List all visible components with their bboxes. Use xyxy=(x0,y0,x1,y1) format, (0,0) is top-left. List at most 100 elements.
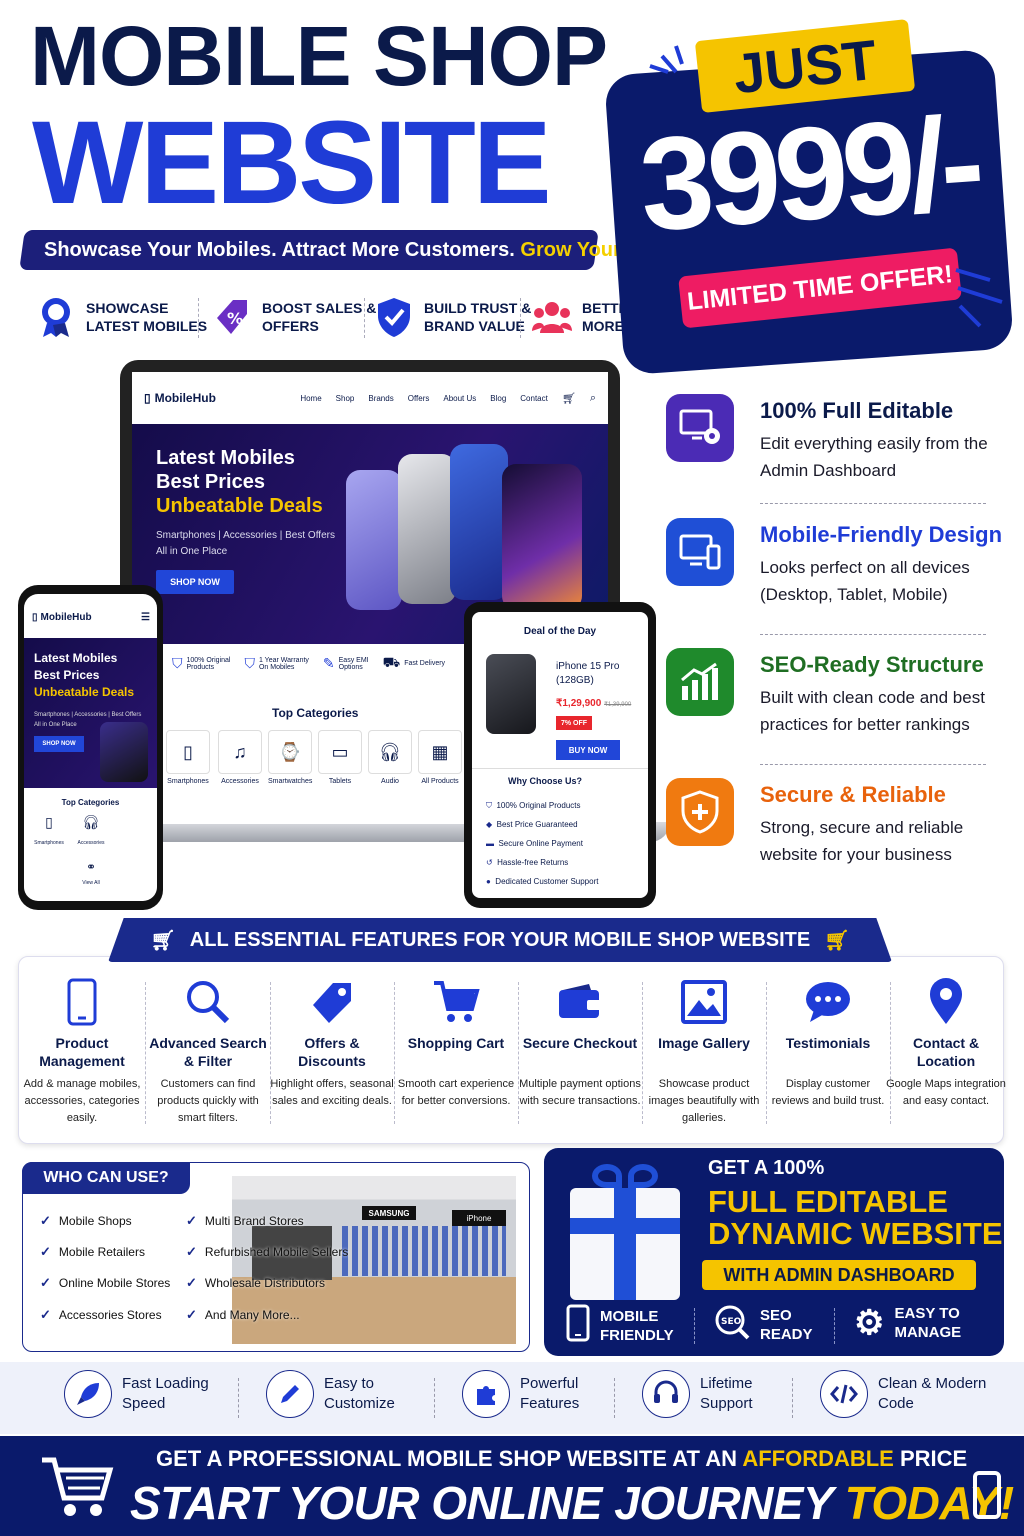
nav-offers[interactable]: Offers xyxy=(407,393,430,403)
cart-icon: 🛒︎ xyxy=(150,929,176,952)
benefit-line2: Support xyxy=(700,1395,753,1412)
gift-line1: GET A 100% xyxy=(708,1157,825,1179)
headphones-icon: 🎧︎ xyxy=(368,730,412,774)
gift-line3: DYNAMIC WEBSITE xyxy=(708,1216,1003,1251)
feature-desc: Display customer reviews and build trust… xyxy=(771,1078,885,1107)
gift-feature-line2: READY xyxy=(760,1325,813,1343)
bow-left xyxy=(592,1164,622,1188)
gift-feature-line1: SEO xyxy=(760,1306,792,1324)
feature-title: Image Gallery xyxy=(658,1035,750,1051)
divider xyxy=(766,982,767,1124)
footer-line1-main: GET A PROFESSIONAL MOBILE SHOP WEBSITE A… xyxy=(156,1446,743,1471)
category-smartwatches[interactable]: ⌚Smartwatches xyxy=(268,730,312,785)
product-variant: (128GB) xyxy=(556,675,594,686)
feature-delivery: ⛟Fast Delivery xyxy=(383,654,445,673)
phone-logo-icon: ▯ xyxy=(32,612,38,623)
phone-header: ▯MobileHub ☰ xyxy=(32,612,150,623)
menu-icon[interactable]: ☰ xyxy=(141,612,150,623)
footer-banner: GET A PROFESSIONAL MOBILE SHOP WEBSITE A… xyxy=(0,1436,1024,1536)
cart-icon[interactable]: 🛒︎ xyxy=(561,392,576,405)
nav-blog[interactable]: Blog xyxy=(490,393,507,403)
buy-now-button[interactable]: BUY NOW xyxy=(556,740,620,760)
laptop-navbar: ▯MobileHub Home Shop Brands Offers About… xyxy=(132,372,608,424)
hero-line3: Unbeatable Deals xyxy=(156,495,323,517)
return-icon: ↺ xyxy=(486,858,493,867)
nav-contact[interactable]: Contact xyxy=(520,393,548,403)
category-label: All Products xyxy=(421,778,459,785)
category-all-products[interactable]: ▦ All Products xyxy=(418,730,462,785)
check-icon: ✓ xyxy=(186,1275,197,1290)
category-smartphones[interactable]: ▯Smartphones xyxy=(166,730,210,785)
nav-about[interactable]: About Us xyxy=(443,393,477,403)
category-label: Audio xyxy=(381,778,399,785)
category-smartphones[interactable]: ▯Smartphones xyxy=(34,814,64,846)
feature-title: Contact & Location xyxy=(912,1035,980,1069)
category-accessories[interactable]: 🎧︎Accessories xyxy=(76,814,106,846)
benefit-line2: Code xyxy=(878,1395,914,1412)
footer-line2-highlight: TODAY! xyxy=(844,1477,1015,1529)
location-pin-icon xyxy=(884,976,1008,1028)
headphones-icon: 🎧︎ xyxy=(82,814,100,830)
ribbon-vertical xyxy=(614,1188,636,1300)
earbuds-icon: ♫ xyxy=(218,730,262,774)
smartphone-icon xyxy=(20,976,144,1028)
divider xyxy=(760,634,986,635)
check-icon: ✓ xyxy=(40,1307,51,1322)
hero-line1: Latest Mobiles xyxy=(34,651,118,665)
nav-brands[interactable]: Brands xyxy=(368,393,394,403)
who-item-label: Online Mobile Stores xyxy=(58,1276,171,1290)
feature-line1: 1 Year Warranty xyxy=(258,656,309,664)
category-view-all[interactable]: ⚭View All xyxy=(76,860,106,886)
mobilehub-logo[interactable]: ▯MobileHub xyxy=(144,391,216,405)
monitor-gear-icon xyxy=(666,394,734,462)
nav-home[interactable]: Home xyxy=(300,393,322,403)
gift-line2: FULL EDITABLE xyxy=(708,1184,948,1219)
feature-line1: Easy EMI xyxy=(338,656,369,664)
hero-line1: Latest Mobiles xyxy=(156,447,295,469)
category-label: View All xyxy=(82,880,100,886)
badge-line1: BOOST SALES & xyxy=(262,300,377,316)
shop-now-button[interactable]: SHOP NOW xyxy=(34,736,84,752)
tablet-screen: Deal of the Day iPhone 15 Pro(128GB) ₹1,… xyxy=(472,612,648,898)
pencil-icon xyxy=(266,1370,314,1418)
search-icon[interactable]: ⌕ xyxy=(589,391,596,404)
cart-icon xyxy=(394,976,518,1028)
hero-sub1: Smartphones | Accessories | Best Offers xyxy=(34,712,142,718)
feature-title: SEO-Ready Structure xyxy=(760,652,984,677)
check-icon: ✓ xyxy=(40,1213,51,1228)
category-accessories[interactable]: ♫Accessories xyxy=(218,730,262,785)
who-item: ✓And Many More... xyxy=(186,1307,300,1323)
category-tablets[interactable]: ▭Tablets xyxy=(318,730,362,785)
benefit-line1: Lifetime xyxy=(700,1375,753,1392)
who-item: ✓Mobile Shops xyxy=(40,1213,132,1229)
category-label: Smartphones xyxy=(167,778,209,785)
why-item: ● Dedicated Customer Support xyxy=(486,872,598,891)
divider xyxy=(270,982,271,1124)
feature-title: 100% Full Editable xyxy=(760,398,954,423)
feature-line2: Products xyxy=(186,663,215,671)
badge-trust: BUILD TRUST &BRAND VALUE xyxy=(374,292,531,342)
feature-desc: Customers can find products quickly with… xyxy=(157,1078,259,1124)
gear-icon: ⚙ xyxy=(854,1304,885,1342)
logo-text: MobileHub xyxy=(40,612,92,623)
badge-line2: OFFERS xyxy=(262,318,319,334)
divider xyxy=(792,1378,793,1418)
feature-line1: Fast Delivery xyxy=(404,660,446,667)
why-item-label: Dedicated Customer Support xyxy=(495,877,599,886)
grid-icon: ▦ xyxy=(418,730,462,774)
benefit-line2: Features xyxy=(520,1395,580,1412)
footer-line1-highlight: AFFORDABLE xyxy=(742,1446,894,1471)
shop-now-button[interactable]: SHOP NOW xyxy=(156,570,234,594)
category-audio[interactable]: 🎧︎ Audio xyxy=(368,730,412,785)
nav-shop[interactable]: Shop xyxy=(335,393,355,403)
bow-right xyxy=(628,1164,658,1188)
divider xyxy=(434,1378,435,1418)
why-item-label: Secure Online Payment xyxy=(498,839,583,848)
seo-search-icon: SEO xyxy=(714,1304,750,1345)
svg-text:SEO: SEO xyxy=(721,1317,742,1327)
